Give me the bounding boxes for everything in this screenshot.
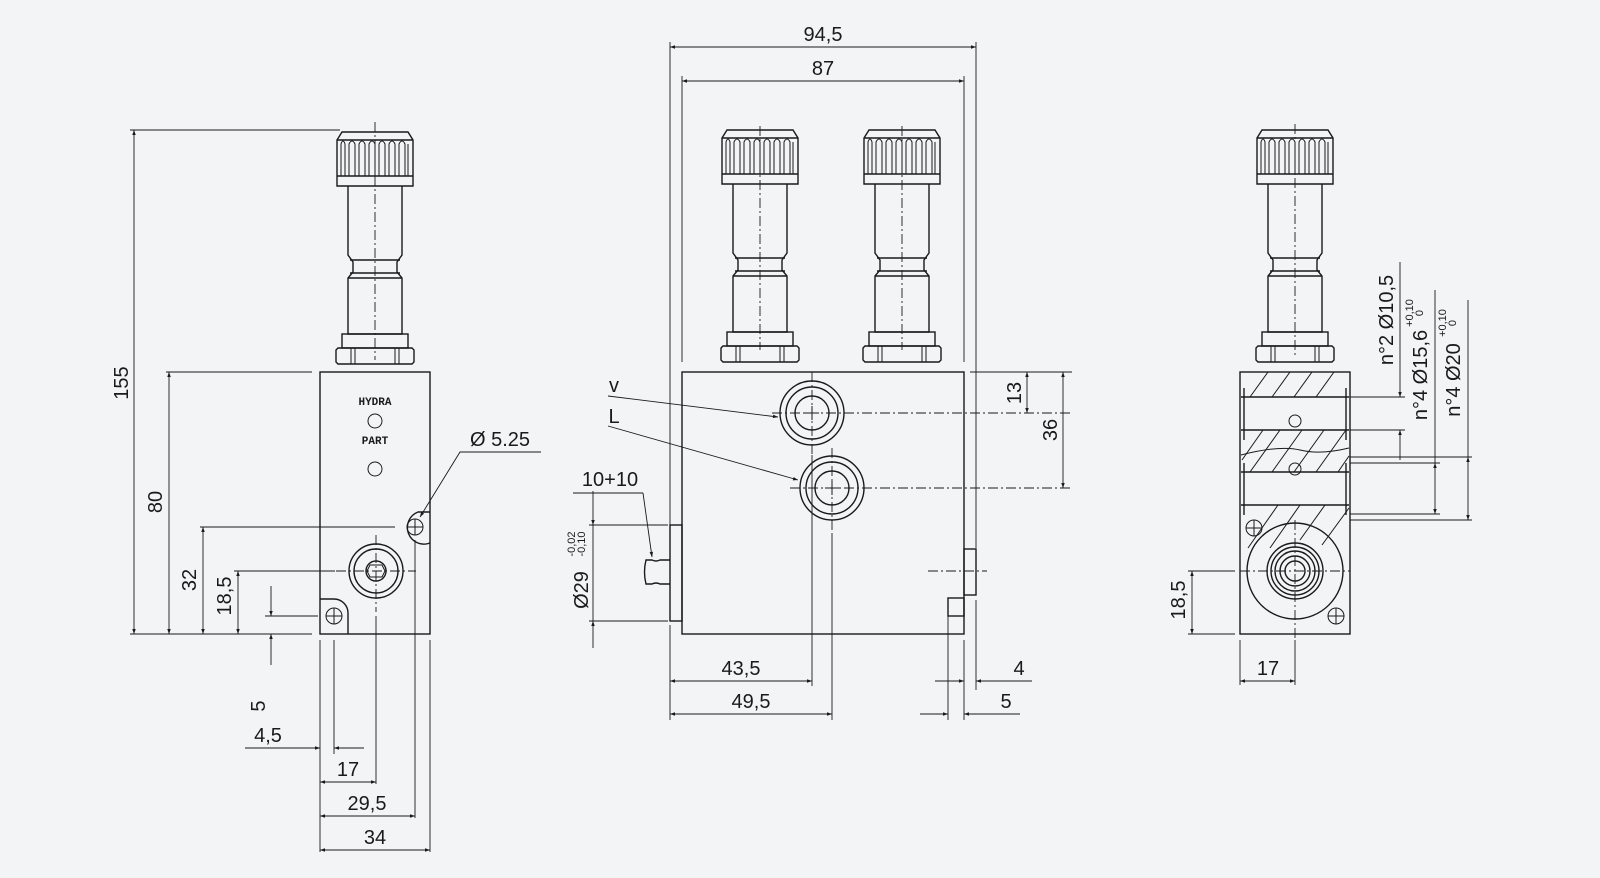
dim-spigot-diameter: Ø29 <box>571 571 593 609</box>
valve-body <box>319 371 431 635</box>
mounting-lug <box>406 511 431 545</box>
dim-port-x: 17 <box>337 759 359 781</box>
dim-body-width: 87 <box>812 58 834 80</box>
section-hatch <box>1241 371 1350 549</box>
brand-mark-part: PART <box>362 436 389 448</box>
dim-port-l-height: 36 <box>1040 419 1062 441</box>
callout-n4-d15-6: n°4 Ø15,6 <box>1410 330 1432 420</box>
dim-spigot-tol-upper: -0,02 <box>566 531 578 556</box>
dim-right-offset-b: 5 <box>1000 691 1011 713</box>
dim-port-v-height: 13 <box>1004 382 1026 404</box>
callout-n4-d20-tol-lower: 0 <box>1447 320 1459 326</box>
side-pin <box>963 548 977 596</box>
callout-n4-d15-6-tol-lower: 0 <box>1414 310 1426 316</box>
dim-body-width: 34 <box>364 827 386 849</box>
dim-overall-width: 94,5 <box>804 24 843 46</box>
marking-hole <box>367 461 383 477</box>
right-view: 18,5 17 n°2 Ø10,5 n°4 Ø15,6 +0,10 0 n°4 … <box>1168 124 1472 685</box>
dim-hole-diameter: Ø 5.25 <box>470 429 530 451</box>
callout-n4-d15-6-tol-upper: +0,10 <box>1404 299 1416 327</box>
dim-hole-height: 32 <box>179 569 201 591</box>
brand-mark-hydra: HYDRA <box>358 397 391 409</box>
dim-port-height: 18,5 <box>1168 581 1190 620</box>
dim-small-hole-height: 5 <box>248 700 270 711</box>
dim-spigot-count: 10+10 <box>582 469 638 491</box>
spigot-flange <box>669 524 683 622</box>
dim-right-offset-a: 4 <box>1013 658 1024 680</box>
dim-spigot-tol-lower: -0,10 <box>576 531 588 556</box>
dim-total-height: 155 <box>111 366 133 399</box>
dim-hole-x: 29,5 <box>348 793 387 815</box>
dim-port-v-x: 43,5 <box>722 658 761 680</box>
dim-small-hole-x: 4,5 <box>254 725 282 747</box>
dim-port-height: 18,5 <box>214 577 236 616</box>
spigot <box>643 559 670 585</box>
mounting-lug <box>320 598 349 634</box>
front-view: v L 94,5 87 13 36 43,5 49,5 <box>566 24 1072 720</box>
marking-hole <box>367 413 383 429</box>
valve-body <box>681 371 965 635</box>
port-label-l: L <box>608 406 619 428</box>
port-label-v: v <box>609 375 619 397</box>
dim-port-l-x: 49,5 <box>732 691 771 713</box>
dim-body-height: 80 <box>145 491 167 513</box>
callout-n2-d10-5: n°2 Ø10,5 <box>1376 275 1398 365</box>
callout-n4-d20-tol-upper: +0,10 <box>1437 309 1449 337</box>
dim-port-x: 17 <box>1257 658 1279 680</box>
left-view: HYDRA PART 155 80 32 18,5 5 <box>111 122 541 852</box>
callout-n4-d20: n°4 Ø20 <box>1443 343 1465 417</box>
